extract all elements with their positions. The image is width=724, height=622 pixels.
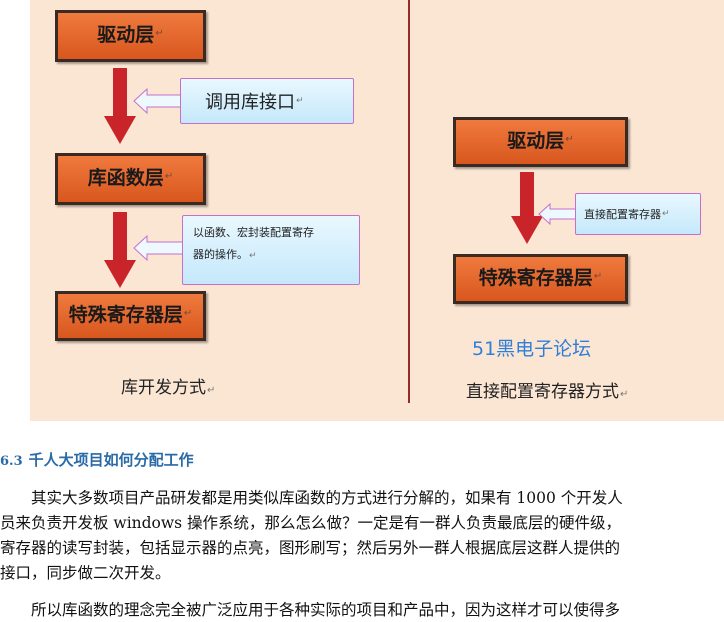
down-arrow-icon [511,172,543,244]
direct-register-config-text: 直接配置寄存器 [584,208,661,221]
paragraph-mark-icon: ↵ [207,385,216,396]
paragraph-line: 接口，同步做二次开发。 [0,564,171,582]
left-caption-text: 库开发方式 [121,378,206,398]
paragraph-mark-icon: ↵ [620,389,629,400]
paragraph-mark-icon: ↵ [296,96,304,106]
paragraph-line: 员来负责开发板 windows 操作系统，那么怎么做？一定是有一群人负责最底层的… [0,514,622,532]
down-arrow-icon [104,212,136,288]
left-arrow-icon [133,88,185,114]
direct-register-config-note: 直接配置寄存器↵ [575,193,701,235]
left-caption: 库开发方式↵ [121,373,215,398]
right-driver-layer-box: 驱动层↵ [453,117,628,167]
section-heading: 6.3 千人大项目如何分配工作 [0,449,194,470]
paragraph-mark-icon: ↵ [155,27,164,39]
right-special-register-layer-box: 特殊寄存器层↵ [453,254,628,304]
wrap-register-config-line2: 器的操作。 [193,248,248,261]
forum-watermark: 51黑电子论坛 [472,338,592,360]
paragraph-line: 寄存器的读写封装，包括显示器的点亮，图形刷写；然后另外一群人根据底层这群人提供的 [0,539,621,557]
paragraph-mark-icon: ↵ [593,270,603,282]
left-special-register-layer-box: 特殊寄存器层↵ [55,291,206,341]
paragraph-mark-icon: ↵ [662,209,670,219]
down-arrow-icon [104,68,136,144]
library-function-layer-label: 库函数层 [87,166,164,189]
right-driver-layer-label: 驱动层 [507,129,565,152]
library-function-layer-box: 库函数层↵ [55,153,206,205]
call-library-interface-note: 调用库接口↵ [180,78,354,124]
call-library-interface-text: 调用库接口 [205,92,295,113]
right-caption-text: 直接配置寄存器方式 [466,382,619,402]
paragraph-line: 其实大多数项目产品研发都是用类似库函数的方式进行分解的，如果有 1000 个开发… [0,489,623,507]
section-title: 千人大项目如何分配工作 [28,451,194,469]
right-special-register-layer-label: 特殊寄存器层 [478,266,593,289]
paragraph-mark-icon: ↵ [565,133,574,145]
left-arrow-icon [133,235,185,261]
paragraph-mark-icon: ↵ [249,251,257,261]
figure-divider [408,0,410,403]
left-special-register-layer-label: 特殊寄存器层 [68,303,183,326]
left-driver-layer-label: 驱动层 [97,23,155,46]
paragraph-mark-icon: ↵ [164,170,174,182]
left-driver-layer-box: 驱动层↵ [55,10,206,62]
wrap-register-config-line1: 以函数、宏封装配置寄存 [193,226,314,239]
paragraph-line-partial: 所以库函数的理念完全被广泛应用于各种实际的项目和产品中，因为这样才可以使得多 [0,601,621,619]
paragraph-mark-icon: ↵ [183,307,193,319]
section-number: 6.3 [0,454,23,469]
right-caption: 直接配置寄存器方式↵ [466,377,628,402]
wrap-register-config-note: 以函数、宏封装配置寄存 器的操作。↵ [182,215,360,285]
